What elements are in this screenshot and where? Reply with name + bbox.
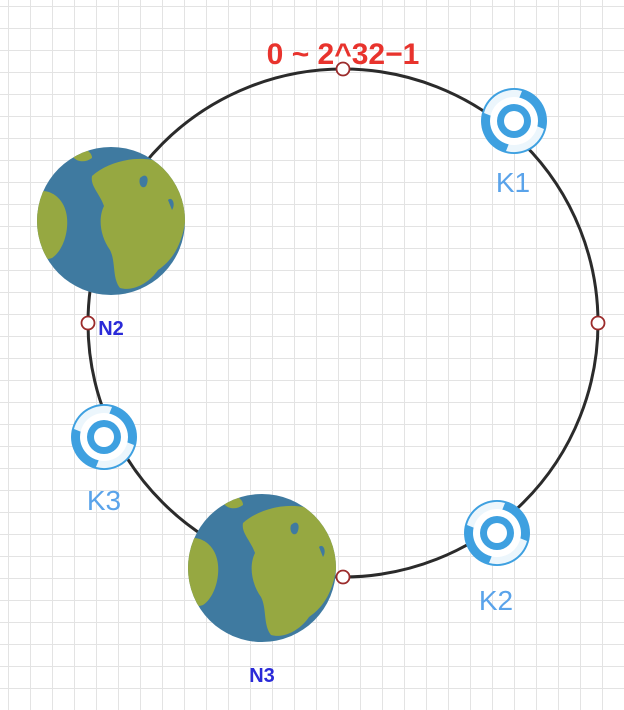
key-label-k1: K1 — [496, 167, 530, 198]
key-k3[interactable]: K3 — [71, 404, 137, 516]
ring-point-top[interactable] — [335, 61, 351, 77]
earth-globe-icon — [188, 494, 336, 642]
node-label-n2: N2 — [98, 318, 124, 340]
node-n3[interactable]: N3 — [187, 494, 337, 687]
key-label-k2: K2 — [479, 585, 513, 616]
ring-key-icon — [481, 88, 547, 154]
ring-point-right[interactable] — [590, 315, 606, 331]
earth-globe-icon — [37, 147, 185, 295]
ring-point-left[interactable] — [80, 315, 96, 331]
key-k1[interactable]: K1 — [481, 88, 547, 198]
key-k2[interactable]: K2 — [464, 500, 530, 616]
node-label-n3: N3 — [249, 665, 275, 687]
ring-key-icon — [71, 404, 137, 470]
ring-key-icon — [464, 500, 530, 566]
node-n2[interactable]: N2 — [36, 147, 186, 340]
ring-point-bottom[interactable] — [335, 569, 351, 585]
key-label-k3: K3 — [87, 485, 121, 516]
